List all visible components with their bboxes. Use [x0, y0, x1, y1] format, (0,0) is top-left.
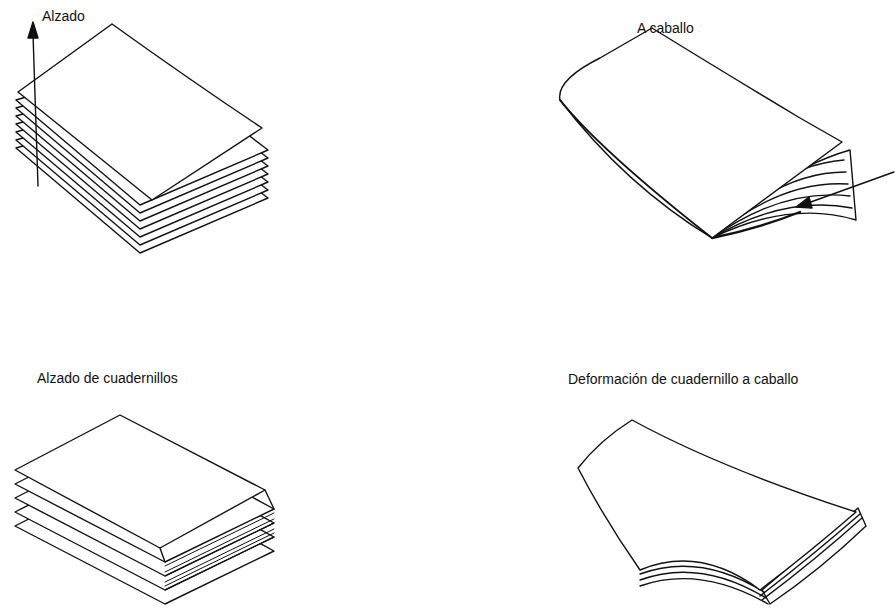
figure-label: Alzado de cuadernillos [37, 370, 178, 386]
signature-stack [15, 415, 274, 604]
lift-arrow [28, 22, 38, 186]
saddle-booklet [560, 28, 856, 238]
deformed-booklet [578, 420, 866, 604]
insert-arrow [796, 172, 894, 208]
sheet-stack [16, 24, 268, 253]
figure-label: Alzado [42, 8, 85, 24]
figure-label: Deformación de cuadernillo a caballo [568, 371, 798, 387]
figure-label: A caballo [637, 20, 694, 36]
